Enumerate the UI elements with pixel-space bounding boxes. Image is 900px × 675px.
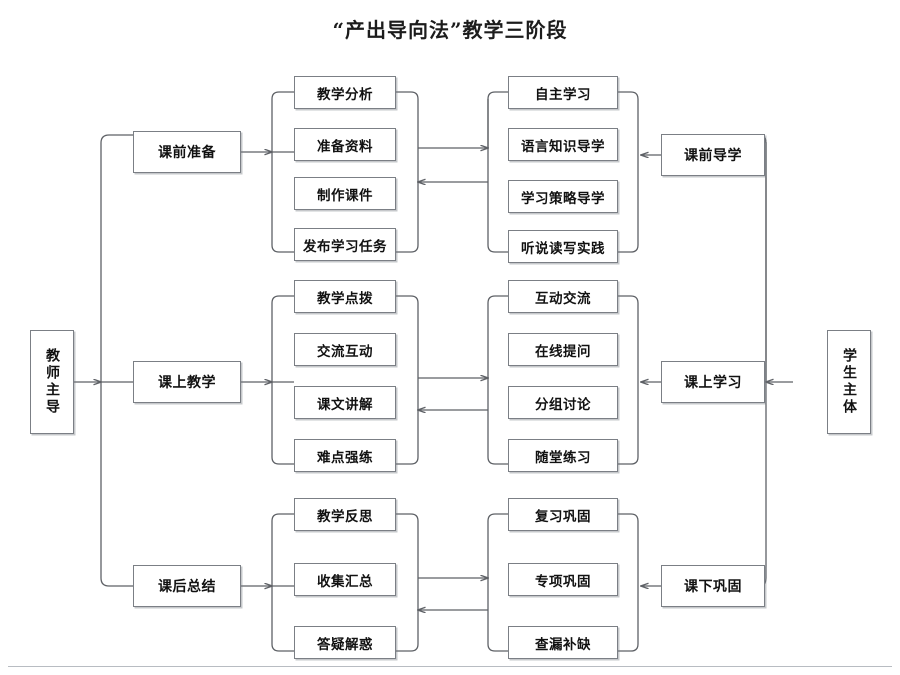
bracket-t1-bottom xyxy=(271,152,294,253)
bracket-t2-top xyxy=(271,295,294,382)
stage-box-teacher-in-class[interactable]: 课上教学 xyxy=(133,361,241,403)
activity-box-teacher-after-3[interactable]: 答疑解惑 xyxy=(294,626,396,659)
stage-box-teacher-after-class[interactable]: 课后总结 xyxy=(133,565,241,607)
activity-box-student-after-3[interactable]: 查漏补缺 xyxy=(508,626,618,659)
bracket-t3-bottom xyxy=(271,586,294,652)
bracket-t1-top xyxy=(271,91,294,152)
activity-box-student-in-4[interactable]: 随堂练习 xyxy=(508,439,618,472)
bracket-s1r-top xyxy=(618,91,639,165)
activity-box-teacher-in-4[interactable]: 难点强练 xyxy=(294,439,396,472)
activity-box-student-pre-2[interactable]: 语言知识导学 xyxy=(508,128,618,161)
activity-box-student-pre-3[interactable]: 学习策略导学 xyxy=(508,180,618,213)
activity-box-teacher-pre-2[interactable]: 准备资料 xyxy=(294,128,396,161)
bracket-s2l-bottom xyxy=(487,410,508,465)
bracket-t2r-bottom xyxy=(396,382,419,465)
actor-student[interactable]: 学生主体 xyxy=(827,330,871,434)
activity-box-teacher-in-1[interactable]: 教学点拨 xyxy=(294,280,396,313)
activity-box-student-pre-1[interactable]: 自主学习 xyxy=(508,76,618,109)
footer-divider xyxy=(8,666,892,667)
bracket-left-bottom xyxy=(100,382,133,587)
activity-box-teacher-after-2[interactable]: 收集汇总 xyxy=(294,563,396,596)
activity-box-student-in-1[interactable]: 互动交流 xyxy=(508,280,618,313)
bracket-t1r-bottom xyxy=(396,152,419,253)
bracket-s3r-bottom xyxy=(618,586,639,652)
activity-box-student-in-2[interactable]: 在线提问 xyxy=(508,333,618,366)
bracket-s3r-top xyxy=(618,513,639,586)
activity-box-student-pre-4[interactable]: 听说读写实践 xyxy=(508,230,618,263)
activity-box-teacher-after-1[interactable]: 教学反思 xyxy=(294,498,396,531)
bracket-left-top xyxy=(100,134,133,382)
bracket-s2r-bottom xyxy=(618,382,639,465)
bracket-s1l-top xyxy=(487,91,508,148)
activity-box-student-in-3[interactable]: 分组讨论 xyxy=(508,386,618,419)
actor-teacher[interactable]: 教师主导 xyxy=(30,330,74,434)
bracket-s2l-top xyxy=(487,295,508,378)
bracket-s1l-bottom xyxy=(487,182,508,253)
bracket-s2r-top xyxy=(618,295,639,382)
stage-box-student-in-class[interactable]: 课上学习 xyxy=(661,361,765,403)
diagram-title: “产出导向法”教学三阶段 xyxy=(332,18,568,42)
bracket-right-bottom xyxy=(758,382,767,587)
bracket-t2r-top xyxy=(396,295,419,382)
bracket-s3l-top xyxy=(487,513,508,578)
bracket-t3r-top xyxy=(396,513,419,586)
bracket-s1r-bottom xyxy=(618,165,639,253)
stage-box-student-after-class[interactable]: 课下巩固 xyxy=(661,565,765,607)
activity-box-teacher-in-2[interactable]: 交流互动 xyxy=(294,333,396,366)
bracket-s3l-bottom xyxy=(487,610,508,652)
bracket-t2-bottom xyxy=(271,382,294,465)
stage-box-student-pre-class[interactable]: 课前导学 xyxy=(661,134,765,176)
activity-box-teacher-pre-3[interactable]: 制作课件 xyxy=(294,177,396,210)
activity-box-student-after-1[interactable]: 复习巩固 xyxy=(508,498,618,531)
stage-box-teacher-pre-class[interactable]: 课前准备 xyxy=(133,131,241,173)
activity-box-teacher-pre-4[interactable]: 发布学习任务 xyxy=(294,228,396,261)
activity-box-teacher-in-3[interactable]: 课文讲解 xyxy=(294,386,396,419)
bracket-t3-top xyxy=(271,513,294,586)
activity-box-student-after-2[interactable]: 专项巩固 xyxy=(508,563,618,596)
bracket-t1r-top xyxy=(396,91,419,152)
bracket-t3r-bottom xyxy=(396,586,419,652)
activity-box-teacher-pre-1[interactable]: 教学分析 xyxy=(294,76,396,109)
